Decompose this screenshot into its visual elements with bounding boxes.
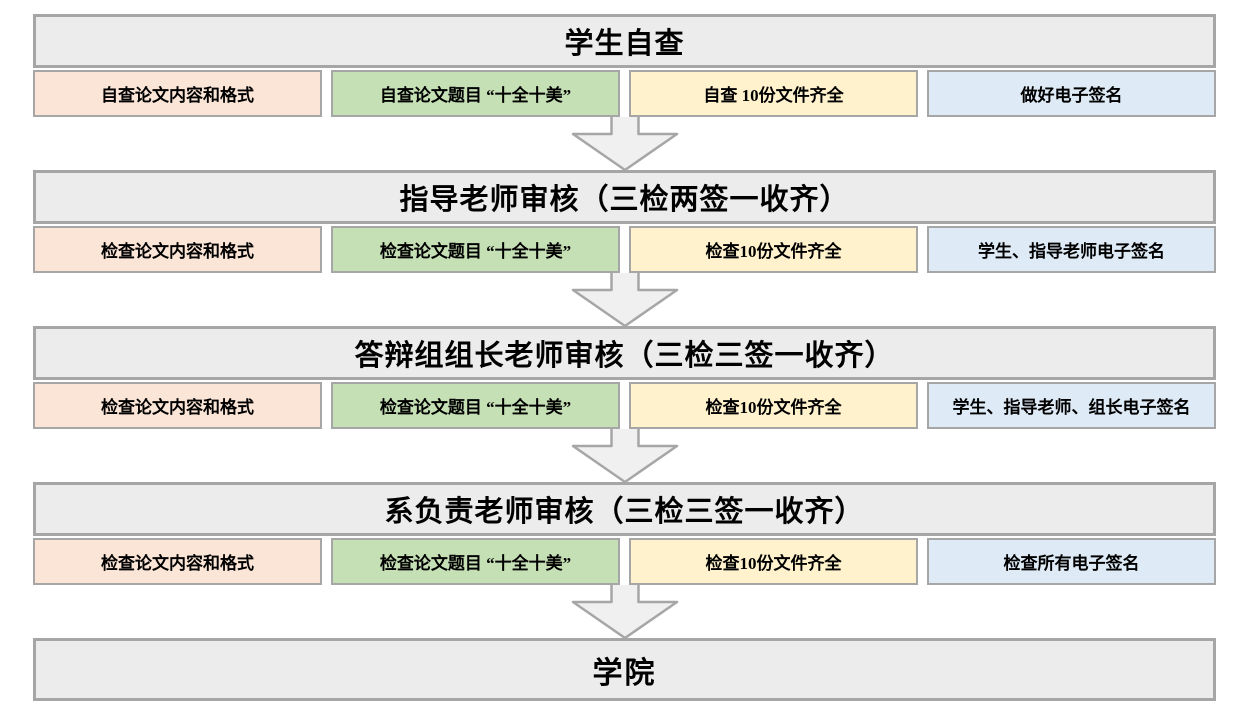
stage-title: 系负责老师审核（三检三签一收齐） — [33, 482, 1216, 536]
stage-steps-row: 检查论文内容和格式 检查论文题目 “十全十美” 检查10份文件齐全 学生、指导老… — [33, 226, 1216, 273]
step-check-files: 检查10份文件齐全 — [629, 226, 918, 273]
stage-title: 学院 — [33, 638, 1216, 701]
stage-advisor-review: 指导老师审核（三检两签一收齐） 检查论文内容和格式 检查论文题目 “十全十美” … — [33, 170, 1216, 273]
step-signature: 学生、指导老师、组长电子签名 — [927, 382, 1216, 429]
down-arrow-icon — [571, 429, 678, 484]
step-check-files: 自查 10份文件齐全 — [629, 70, 918, 117]
flow-connector — [33, 273, 1216, 328]
step-check-content-format: 自查论文内容和格式 — [33, 70, 322, 117]
step-check-title: 检查论文题目 “十全十美” — [331, 226, 620, 273]
step-signature: 学生、指导老师电子签名 — [927, 226, 1216, 273]
thesis-review-flowchart: 学生自查 自查论文内容和格式 自查论文题目 “十全十美” 自查 10份文件齐全 … — [33, 14, 1216, 701]
step-check-title: 检查论文题目 “十全十美” — [331, 538, 620, 585]
step-check-content-format: 检查论文内容和格式 — [33, 538, 322, 585]
flow-connector — [33, 117, 1216, 172]
stage-department-head-review: 系负责老师审核（三检三签一收齐） 检查论文内容和格式 检查论文题目 “十全十美”… — [33, 482, 1216, 585]
step-check-files: 检查10份文件齐全 — [629, 382, 918, 429]
down-arrow-icon — [571, 585, 678, 640]
step-signature: 检查所有电子签名 — [927, 538, 1216, 585]
stage-steps-row: 检查论文内容和格式 检查论文题目 “十全十美” 检查10份文件齐全 学生、指导老… — [33, 382, 1216, 429]
stage-student-self-check: 学生自查 自查论文内容和格式 自查论文题目 “十全十美” 自查 10份文件齐全 … — [33, 14, 1216, 117]
down-arrow-icon — [571, 273, 678, 328]
step-signature: 做好电子签名 — [927, 70, 1216, 117]
stage-steps-row: 检查论文内容和格式 检查论文题目 “十全十美” 检查10份文件齐全 检查所有电子… — [33, 538, 1216, 585]
step-check-title: 自查论文题目 “十全十美” — [331, 70, 620, 117]
step-check-content-format: 检查论文内容和格式 — [33, 382, 322, 429]
stage-title: 答辩组组长老师审核（三检三签一收齐） — [33, 326, 1216, 380]
flow-connector — [33, 585, 1216, 640]
flow-connector — [33, 429, 1216, 484]
stage-title: 学生自查 — [33, 14, 1216, 68]
stage-defense-group-leader-review: 答辩组组长老师审核（三检三签一收齐） 检查论文内容和格式 检查论文题目 “十全十… — [33, 326, 1216, 429]
stage-steps-row: 自查论文内容和格式 自查论文题目 “十全十美” 自查 10份文件齐全 做好电子签… — [33, 70, 1216, 117]
down-arrow-icon — [571, 117, 678, 172]
stage-college: 学院 — [33, 638, 1216, 701]
stage-title: 指导老师审核（三检两签一收齐） — [33, 170, 1216, 224]
step-check-files: 检查10份文件齐全 — [629, 538, 918, 585]
step-check-content-format: 检查论文内容和格式 — [33, 226, 322, 273]
step-check-title: 检查论文题目 “十全十美” — [331, 382, 620, 429]
